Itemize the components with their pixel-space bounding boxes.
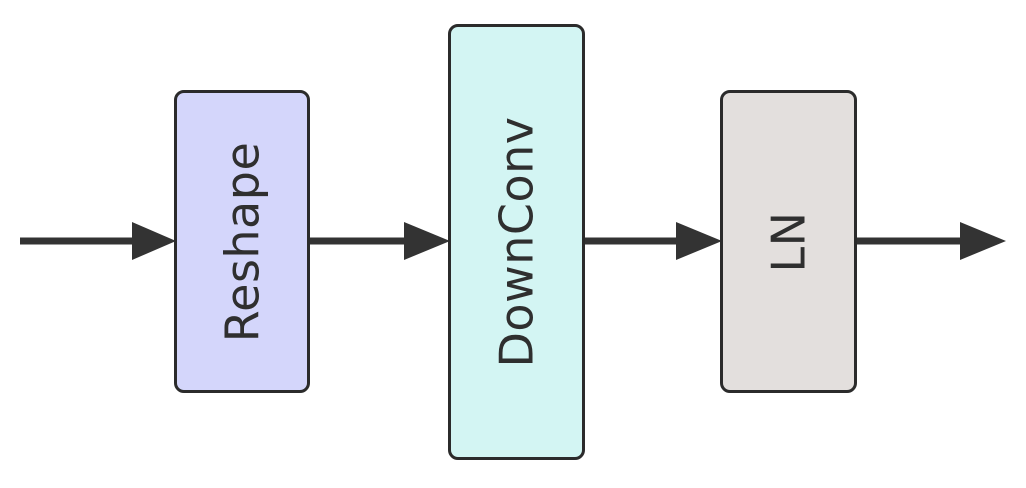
reshape-block: Reshape xyxy=(174,90,310,393)
downconv-label: DownConv xyxy=(489,116,544,368)
input-arrow xyxy=(20,222,176,260)
reshape-to-downconv-arrow xyxy=(310,222,450,260)
ln-block: LN xyxy=(720,90,857,393)
output-arrow xyxy=(857,222,1006,260)
reshape-label: Reshape xyxy=(215,141,270,342)
ln-label: LN xyxy=(761,210,816,273)
downconv-block: DownConv xyxy=(448,24,585,460)
downconv-to-ln-arrow xyxy=(585,222,722,260)
